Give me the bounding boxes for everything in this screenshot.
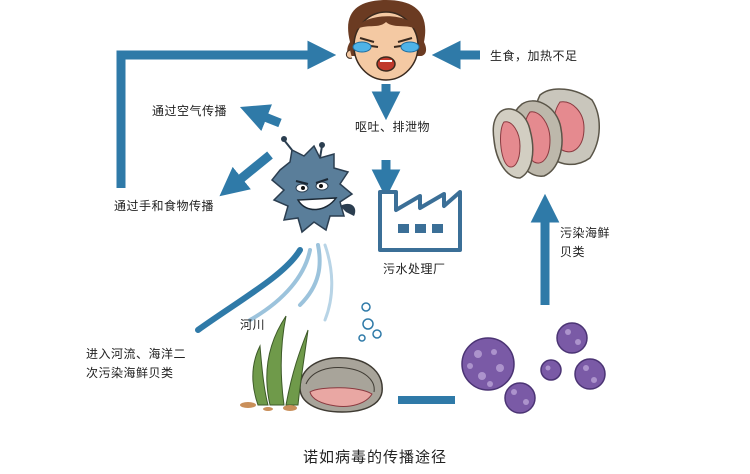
clam-icon — [299, 357, 383, 413]
hand-food-transmission-label: 通过手和食物传播 — [114, 199, 215, 213]
rivers-seas-line-2: 次污染海鲜贝类 — [86, 366, 174, 380]
hand-food-arrow — [219, 151, 273, 197]
rivers-seas-line-1: 进入河流、海洋二 — [86, 347, 187, 361]
sewage-plant-label: 污水处理厂 — [383, 262, 446, 276]
crying-face-icon — [345, 0, 427, 81]
air-arrow — [239, 104, 282, 132]
contaminated-line-2: 贝类 — [560, 245, 586, 259]
oyster-icon — [492, 88, 600, 179]
vomit-label: 呕吐、排泄物 — [355, 120, 431, 134]
diagram-caption: 诺如病毒的传播途径 — [302, 448, 447, 466]
contaminated-line-1: 污染海鲜 — [560, 226, 611, 240]
sand-pebbles — [240, 402, 297, 411]
norovirus-icon — [270, 136, 356, 234]
rivers-seas-label: 进入河流、海洋二 次污染海鲜贝类 — [86, 345, 186, 383]
loop-arrow — [116, 40, 337, 188]
river-label: 河川 — [240, 318, 266, 332]
seaweed-icon — [252, 315, 309, 406]
arrows — [116, 40, 560, 404]
contaminated-shellfish-label: 污染海鲜 贝类 — [560, 224, 610, 262]
river-streams — [195, 243, 334, 333]
factory-icon — [378, 190, 462, 252]
bubbles-icon — [358, 302, 382, 342]
air-transmission-label: 通过空气传播 — [152, 104, 228, 118]
virus-cluster-texture — [467, 329, 597, 405]
raw-food-label: 生食，加热不足 — [490, 49, 578, 63]
